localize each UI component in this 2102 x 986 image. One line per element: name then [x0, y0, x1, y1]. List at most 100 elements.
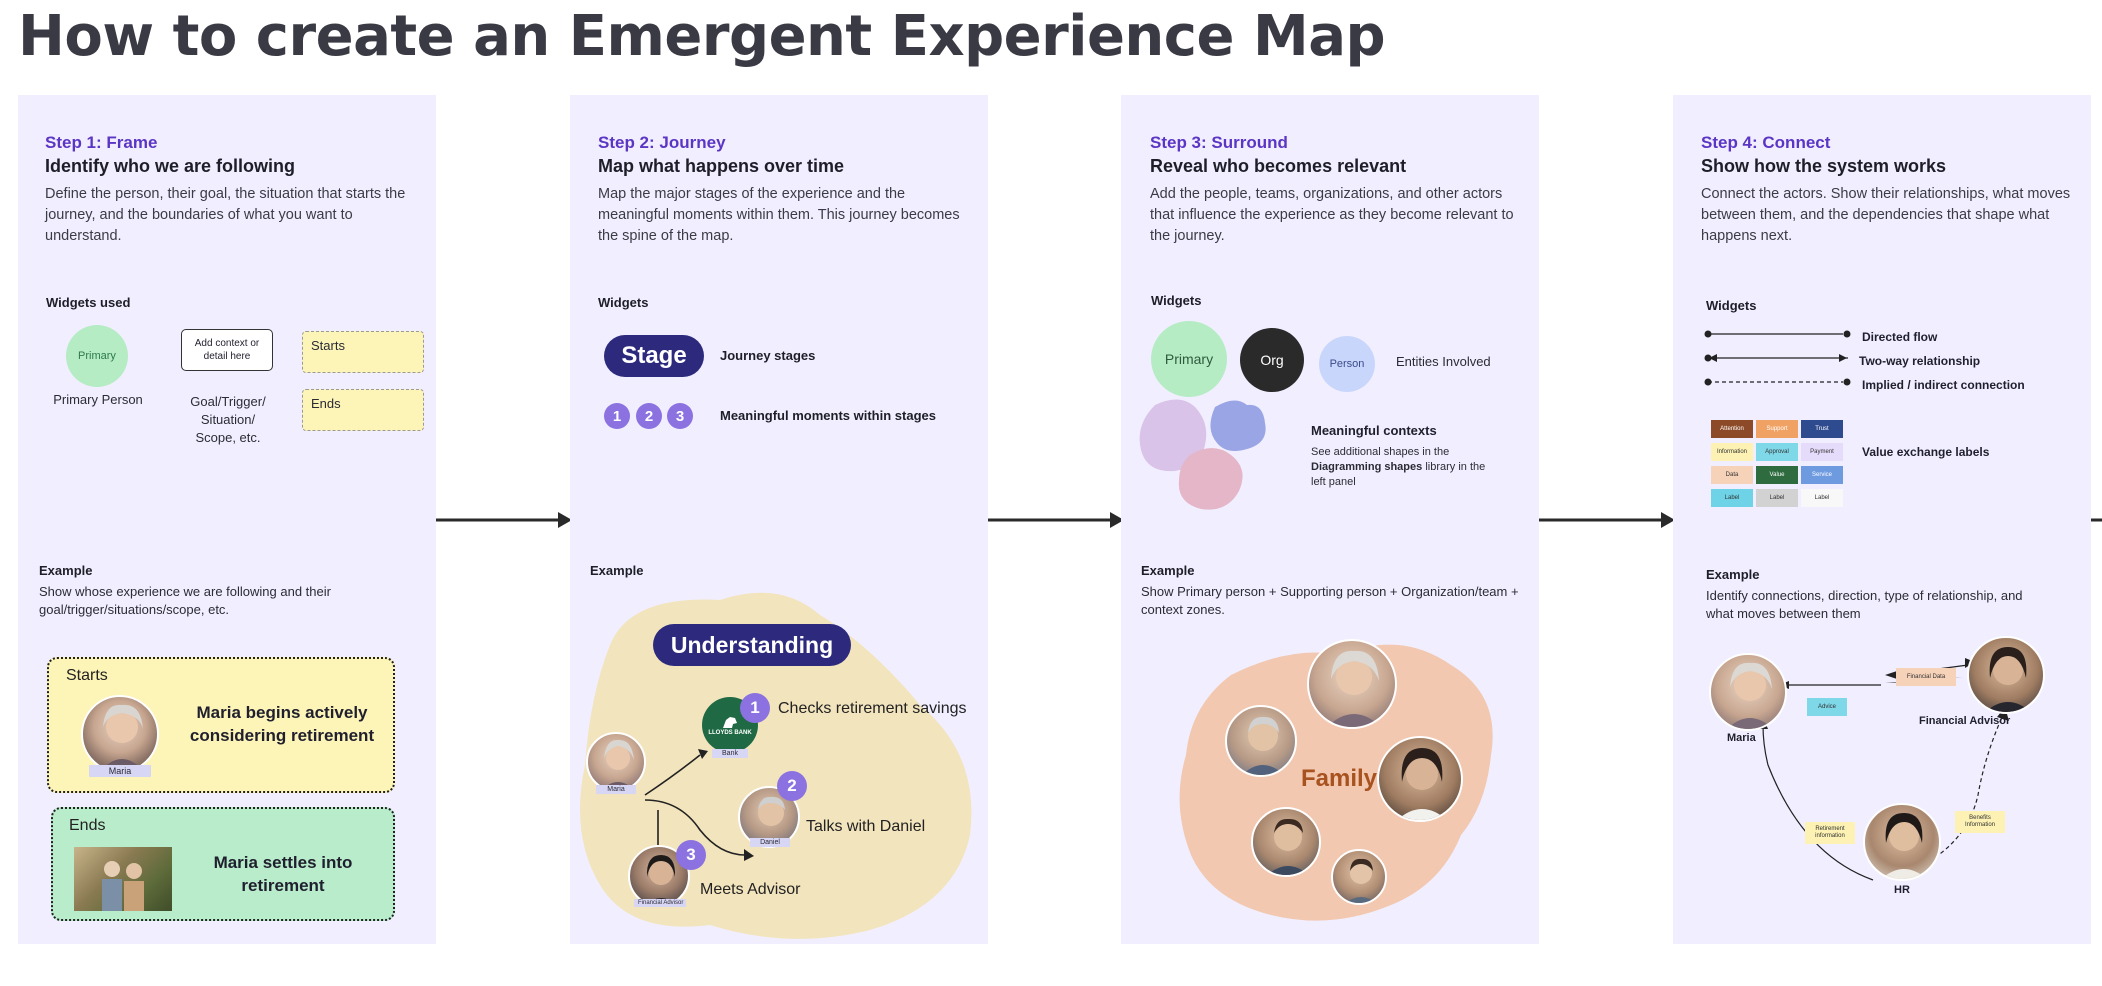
bank-tag: Bank — [712, 749, 748, 758]
step-label: Step 4: Connect — [1701, 133, 1831, 152]
value-label-chip[interactable]: Attention — [1711, 420, 1753, 438]
moment-badge-2[interactable]: 2 — [636, 403, 662, 429]
contexts-text-2: library in the left panel — [1311, 461, 1486, 488]
flow-arrow-2 — [988, 512, 1124, 528]
connector-samples — [1704, 330, 1851, 386]
example-text: Identify connections, direction, type of… — [1706, 588, 2023, 621]
moment-2-text: Talks with Daniel — [806, 818, 926, 835]
moment-badge-1[interactable]: 1 — [604, 403, 630, 429]
value-label-chip[interactable]: Trust — [1801, 420, 1843, 438]
primary-label: Primary — [1164, 351, 1214, 367]
value-label-chip[interactable]: Information — [1711, 443, 1753, 461]
moment-badge-1[interactable]: 1 — [740, 693, 770, 723]
context-caption: Goal/Trigger/ Situation/ Scope, etc. — [190, 394, 266, 445]
value-label-chip[interactable]: Payment — [1801, 443, 1843, 461]
person-label: Person — [1329, 358, 1365, 370]
maria-tag: Maria — [596, 785, 636, 794]
grandchild-avatar — [1331, 849, 1387, 905]
widgets-title: Widgets — [598, 295, 649, 310]
moment-1-text: Checks retirement savings — [778, 700, 967, 717]
primary-person-caption: Primary Person — [53, 392, 143, 407]
ends-sticky-widget[interactable]: Ends — [302, 389, 424, 431]
advisor-avatar — [1377, 736, 1463, 822]
understanding-stage-label: Understanding — [670, 631, 834, 658]
bank-logo-text: LLOYDS BANK — [708, 730, 752, 736]
hr-avatar — [1863, 803, 1941, 881]
person-icon — [1397, 748, 1447, 820]
context-box-label: Add context or detail here — [194, 338, 260, 362]
widgets-title: Widgets used — [46, 295, 131, 310]
family-label: Family — [1301, 765, 1378, 792]
value-label-chip[interactable]: Support — [1756, 420, 1798, 438]
org-widget[interactable]: Org — [1240, 328, 1304, 392]
person-icon — [1727, 662, 1773, 729]
flow-arrow-4 — [2091, 518, 2102, 522]
person-icon — [1242, 716, 1284, 775]
step-2-panel[interactable]: Step 2: Journey Map what happens over ti… — [570, 95, 988, 944]
example-text: Show Primary person + Supporting person … — [1141, 584, 1519, 617]
hr-name: HR — [1894, 884, 1910, 896]
widgets-title: Widgets — [1706, 298, 1757, 313]
step-label: Step 1: Frame — [45, 133, 158, 152]
ends-card[interactable]: Ends Maria settles into retirement — [51, 807, 395, 921]
maria-avatar — [1709, 653, 1787, 731]
starts-sticky-label: Starts — [311, 338, 345, 353]
context-box-widget[interactable]: Add context or detail here — [181, 329, 273, 371]
person-icon — [1985, 647, 2031, 712]
step-description: Add the people, teams, organizations, an… — [1150, 186, 1514, 244]
context-shapes — [1139, 399, 1266, 510]
example-title: Example — [39, 563, 93, 578]
ends-sticky-label: Ends — [311, 396, 341, 411]
understanding-stage-pill[interactable]: Understanding — [653, 624, 851, 666]
value-label-chip[interactable]: Label — [1711, 489, 1753, 507]
value-label-chip[interactable]: Data — [1711, 466, 1753, 484]
example-title: Example — [1141, 563, 1195, 578]
org-label: Org — [1260, 352, 1284, 368]
example-title: Example — [1706, 567, 1760, 582]
starts-sticky-widget[interactable]: Starts — [302, 331, 424, 373]
contexts-text-1: See additional shapes in the — [1311, 446, 1450, 458]
moment-badge-3[interactable]: 3 — [676, 840, 706, 870]
step-description: Connect the actors. Show their relations… — [1701, 186, 2071, 244]
stage-caption: Journey stages — [720, 348, 816, 363]
primary-label: Primary — [78, 350, 116, 362]
moment-badge-3[interactable]: 3 — [667, 403, 693, 429]
moment-badge-2[interactable]: 2 — [777, 771, 807, 801]
implied-label: Implied / indirect connection — [1862, 378, 2025, 392]
stage-pill-widget[interactable]: Stage — [604, 335, 704, 377]
advisor-avatar — [1967, 636, 2045, 714]
person-icon — [1881, 813, 1927, 879]
primary-widget[interactable]: Primary — [1151, 321, 1227, 397]
retirement-info-label[interactable]: Retirement information — [1805, 822, 1855, 844]
step-4-panel[interactable]: Step 4: Connect Show how the system work… — [1673, 95, 2091, 944]
starts-card[interactable]: Starts Maria Maria begins actively consi… — [47, 657, 395, 793]
person-icon — [1327, 650, 1381, 727]
directed-flow-label: Directed flow — [1862, 330, 1938, 344]
moments-caption: Meaningful moments within stages — [720, 408, 936, 423]
step-1-panel[interactable]: Step 1: Frame Identify who we are follow… — [18, 95, 436, 944]
value-label-chip[interactable]: Label — [1756, 489, 1798, 507]
maria-tag: Maria — [89, 765, 151, 777]
advice-label[interactable]: Advice — [1807, 698, 1847, 716]
value-label-chip[interactable]: Service — [1801, 466, 1843, 484]
financial-data-label[interactable]: Financial Data — [1896, 668, 1956, 686]
person-widget[interactable]: Person — [1319, 336, 1375, 392]
advisor-tag: Financial Advisor — [634, 899, 686, 907]
daniel-avatar — [1225, 705, 1297, 777]
retirement-photo — [74, 847, 172, 911]
value-labels-caption: Value exchange labels — [1862, 445, 1990, 459]
primary-person-widget[interactable]: Primary — [66, 325, 128, 387]
value-label-chip[interactable]: Label — [1801, 489, 1843, 507]
son-avatar — [1251, 807, 1321, 877]
value-label-chip[interactable]: Approval — [1756, 443, 1798, 461]
maria-name: Maria — [1727, 732, 1756, 744]
value-label-chip[interactable]: Value — [1756, 466, 1798, 484]
flow-arrow-1 — [436, 512, 572, 528]
benefits-info-label[interactable]: Benefits Information — [1955, 811, 2005, 833]
two-way-label: Two-way relationship — [1859, 354, 1981, 368]
example-text: Show whose experience we are following a… — [39, 584, 331, 617]
contexts-text: See additional shapes in the Diagramming… — [1311, 445, 1501, 490]
step-3-panel[interactable]: Step 3: Surround Reveal who becomes rele… — [1121, 95, 1539, 944]
maria-avatar — [1307, 639, 1397, 729]
